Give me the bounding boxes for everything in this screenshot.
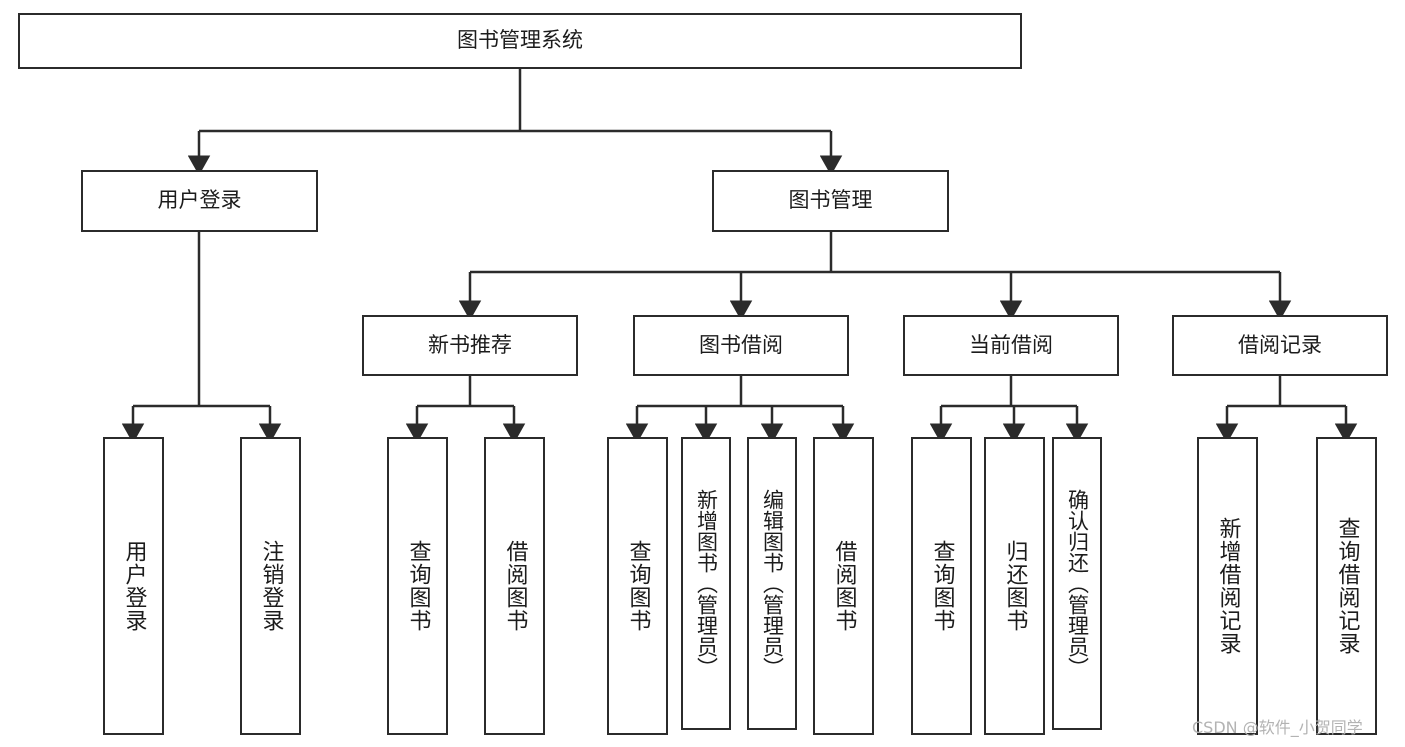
node-leaf-edit-book[interactable]: 编辑图书（管理员） (747, 437, 797, 730)
node-borrow-record[interactable]: 借阅记录 (1172, 315, 1388, 376)
node-leaf-logout[interactable]: 注销登录 (240, 437, 301, 735)
node-leaf-confirm-return[interactable]: 确认归还（管理员） (1052, 437, 1102, 730)
node-current-borrow[interactable]: 当前借阅 (903, 315, 1119, 376)
node-leaf-query-book-2-label: 查询图书 (625, 540, 651, 632)
node-leaf-logout-label: 注销登录 (258, 540, 284, 632)
node-new-book-recommend-label: 新书推荐 (428, 332, 512, 357)
node-root[interactable]: 图书管理系统 (18, 13, 1022, 69)
node-book-manage-label: 图书管理 (788, 188, 873, 213)
node-borrow-record-label: 借阅记录 (1238, 332, 1322, 357)
node-leaf-query-record-label: 查询借阅记录 (1334, 517, 1360, 655)
node-user-login-label: 用户登录 (157, 188, 242, 213)
node-leaf-return-book[interactable]: 归还图书 (984, 437, 1045, 735)
node-leaf-return-book-label: 归还图书 (1002, 540, 1028, 632)
node-leaf-query-book-3[interactable]: 查询图书 (911, 437, 972, 735)
node-leaf-query-book-2[interactable]: 查询图书 (607, 437, 668, 735)
node-book-borrow-label: 图书借阅 (699, 332, 783, 357)
node-leaf-user-login[interactable]: 用户登录 (103, 437, 164, 735)
node-new-book-recommend[interactable]: 新书推荐 (362, 315, 578, 376)
node-leaf-add-record[interactable]: 新增借阅记录 (1197, 437, 1258, 735)
node-leaf-add-book[interactable]: 新增图书（管理员） (681, 437, 731, 730)
node-leaf-borrow-book-1-label: 借阅图书 (502, 540, 528, 632)
node-book-manage[interactable]: 图书管理 (712, 170, 949, 232)
node-leaf-borrow-book-2[interactable]: 借阅图书 (813, 437, 874, 735)
node-user-login[interactable]: 用户登录 (81, 170, 318, 232)
node-root-label: 图书管理系统 (457, 28, 583, 53)
node-leaf-add-book-label: 新增图书（管理员） (694, 489, 719, 678)
node-leaf-query-book-1-label: 查询图书 (405, 540, 431, 632)
node-book-borrow[interactable]: 图书借阅 (633, 315, 849, 376)
node-current-borrow-label: 当前借阅 (969, 332, 1053, 357)
node-leaf-query-book-1[interactable]: 查询图书 (387, 437, 448, 735)
node-leaf-user-login-label: 用户登录 (121, 540, 147, 632)
node-leaf-borrow-book-1[interactable]: 借阅图书 (484, 437, 545, 735)
node-leaf-add-record-label: 新增借阅记录 (1215, 517, 1241, 655)
node-leaf-confirm-return-label: 确认归还（管理员） (1065, 489, 1090, 678)
node-leaf-query-record[interactable]: 查询借阅记录 (1316, 437, 1377, 735)
node-leaf-borrow-book-2-label: 借阅图书 (831, 540, 857, 632)
node-leaf-edit-book-label: 编辑图书（管理员） (760, 489, 785, 678)
node-leaf-query-book-3-label: 查询图书 (929, 540, 955, 632)
